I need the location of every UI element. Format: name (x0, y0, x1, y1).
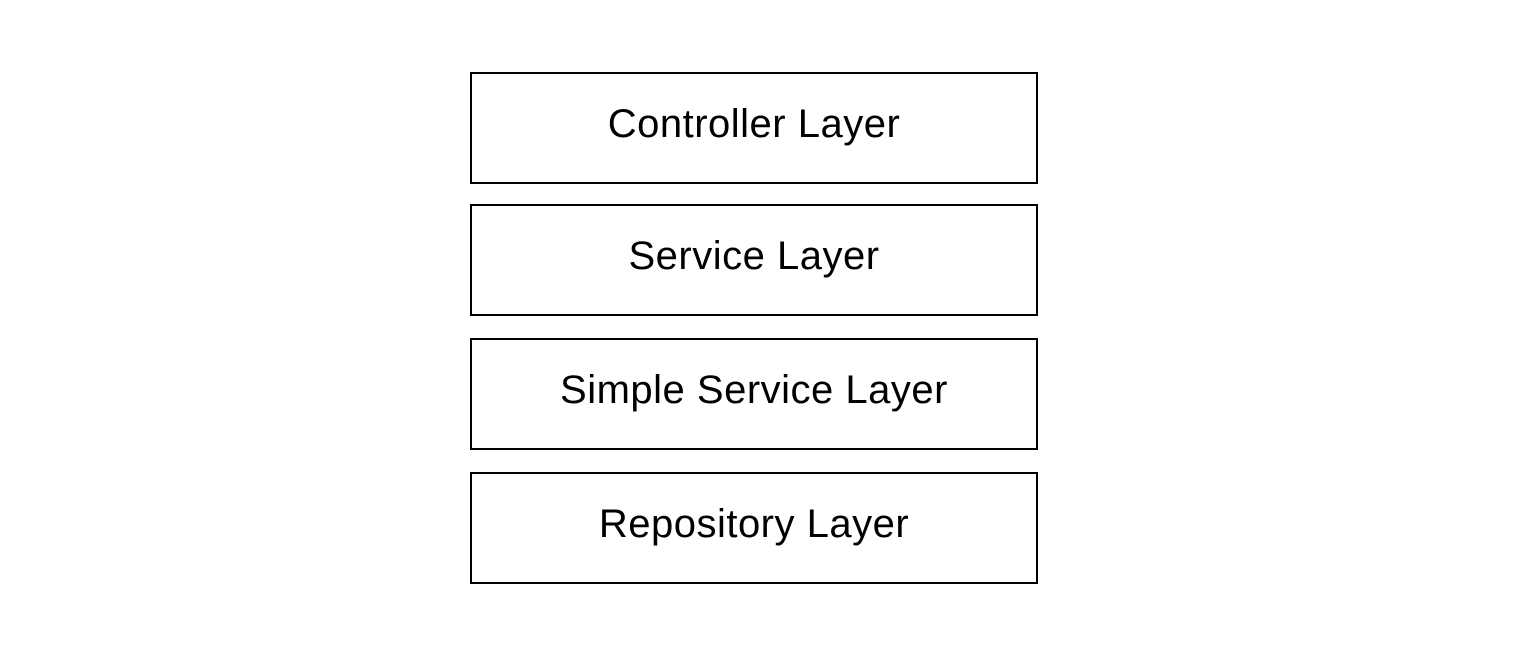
layer-label-simple-service: Simple Service Layer (560, 368, 948, 412)
layer-box-simple-service: Simple Service Layer (470, 338, 1038, 450)
layer-label-controller: Controller Layer (607, 102, 901, 146)
layer-box-service: Service Layer (470, 204, 1038, 316)
layer-label-service: Service Layer (628, 234, 880, 278)
layer-label-repository: Repository Layer (598, 502, 910, 546)
layer-box-repository: Repository Layer (470, 472, 1038, 584)
layer-box-controller: Controller Layer (470, 72, 1038, 184)
